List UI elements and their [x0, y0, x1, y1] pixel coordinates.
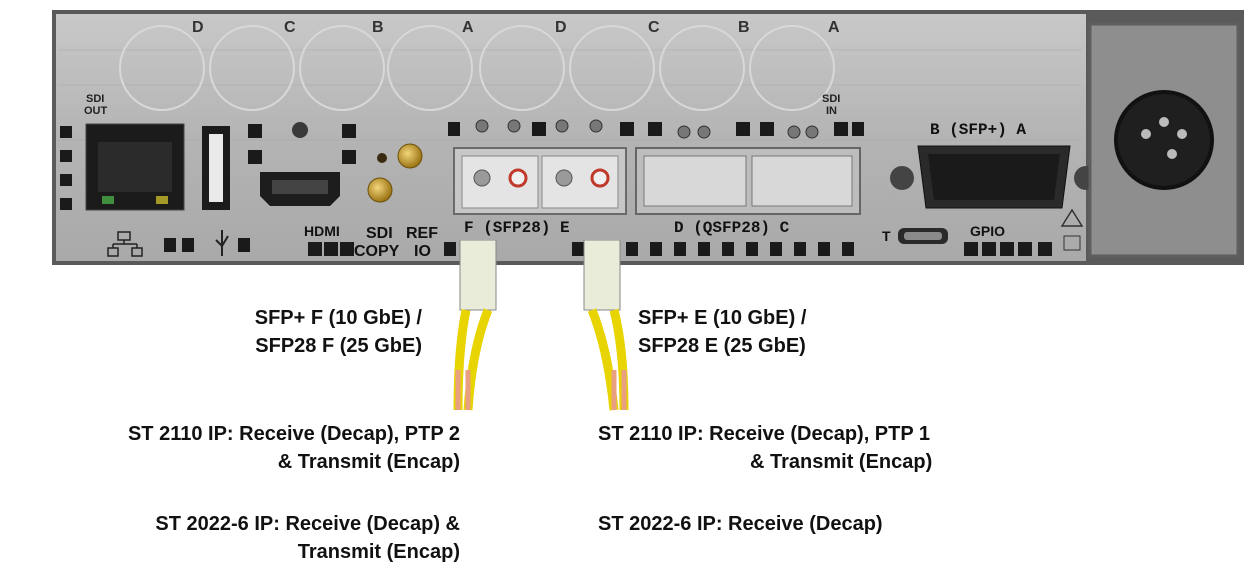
t-port[interactable]	[898, 228, 948, 244]
caption-line: & Transmit (Encap)	[277, 451, 460, 473]
fiber-cable-e	[583, 240, 629, 411]
ethernet-port[interactable]	[85, 123, 185, 211]
right-st2022-caption: ST 2022-6 IP: Receive (Decap)	[598, 510, 883, 538]
caption-line: ST 2110 IP: Receive (Decap), PTP 2	[127, 423, 460, 445]
right-st2110-caption: ST 2110 IP: Receive (Decap), PTP 1 & Tra…	[598, 420, 932, 476]
bnc-letter: C	[284, 19, 296, 36]
caption-line: SFP28 F (25 GbE)	[255, 335, 422, 357]
caption-line: ST 2110 IP: Receive (Decap), PTP 1	[598, 423, 931, 445]
port-f-caption: SFP+ F (10 GbE) / SFP28 F (25 GbE)	[255, 304, 422, 360]
fiber-cable-f	[453, 240, 497, 411]
sfp28-cage	[453, 147, 627, 215]
device-rear-panel: D C B A D C B A SDI OUT SDI IN	[52, 10, 1244, 265]
bnc-letter: A	[828, 19, 840, 36]
usb-icon	[215, 230, 229, 256]
bnc-letter: D	[192, 19, 204, 36]
sdi-copy-label: COPY	[354, 243, 400, 260]
caption-line: ST 2022-6 IP: Receive (Decap) &	[155, 513, 460, 535]
sdi-in-label: SDI	[822, 93, 840, 105]
caption-line: Transmit (Encap)	[297, 541, 460, 563]
sdi-out-label: OUT	[84, 105, 108, 117]
qsfp28-cage	[635, 147, 861, 215]
gpio-label: GPIO	[970, 223, 1005, 239]
ref-io-label: REF	[406, 225, 438, 242]
caption-line: & Transmit (Encap)	[750, 451, 933, 473]
sdi-copy-label: SDI	[366, 225, 393, 242]
bnc-outlines	[119, 25, 835, 111]
sfp-plus-db-connector[interactable]	[890, 145, 1098, 209]
network-icon	[107, 231, 143, 257]
usb-port[interactable]	[202, 126, 230, 210]
caption-line: SFP+ F (10 GbE) /	[254, 307, 422, 329]
bnc-letter: A	[462, 19, 474, 36]
hdmi-label: HDMI	[304, 223, 340, 239]
sdi-in-label: IN	[826, 105, 837, 117]
caption-line: ST 2022-6 IP: Receive (Decap)	[598, 513, 883, 535]
ref-io-label: IO	[414, 243, 431, 260]
bnc-letter: C	[648, 19, 660, 36]
left-st2022-caption: ST 2022-6 IP: Receive (Decap) & Transmit…	[155, 510, 460, 566]
sdi-copy-connector[interactable]	[367, 177, 393, 203]
sfp-plus-label: B (SFP+) A	[930, 121, 1026, 139]
t-label: T	[882, 228, 891, 244]
bnc-letter: B	[738, 19, 750, 36]
xlr-connector[interactable]	[1088, 22, 1240, 258]
hdmi-port[interactable]	[260, 172, 340, 206]
bnc-letter: D	[555, 19, 567, 36]
caption-line: SFP28 E (25 GbE)	[638, 335, 806, 357]
sfp28-label: F (SFP28) E	[464, 219, 570, 237]
port-e-caption: SFP+ E (10 GbE) / SFP28 E (25 GbE)	[638, 304, 806, 360]
sdi-out-label: SDI	[86, 93, 104, 105]
bnc-letter: B	[372, 19, 384, 36]
qsfp28-label: D (QSFP28) C	[674, 219, 790, 237]
ref-io-connector[interactable]	[397, 143, 423, 169]
caption-line: SFP+ E (10 GbE) /	[638, 307, 807, 329]
warning-icon	[1060, 208, 1084, 227]
left-st2110-caption: ST 2110 IP: Receive (Decap), PTP 2 & Tra…	[128, 420, 460, 476]
